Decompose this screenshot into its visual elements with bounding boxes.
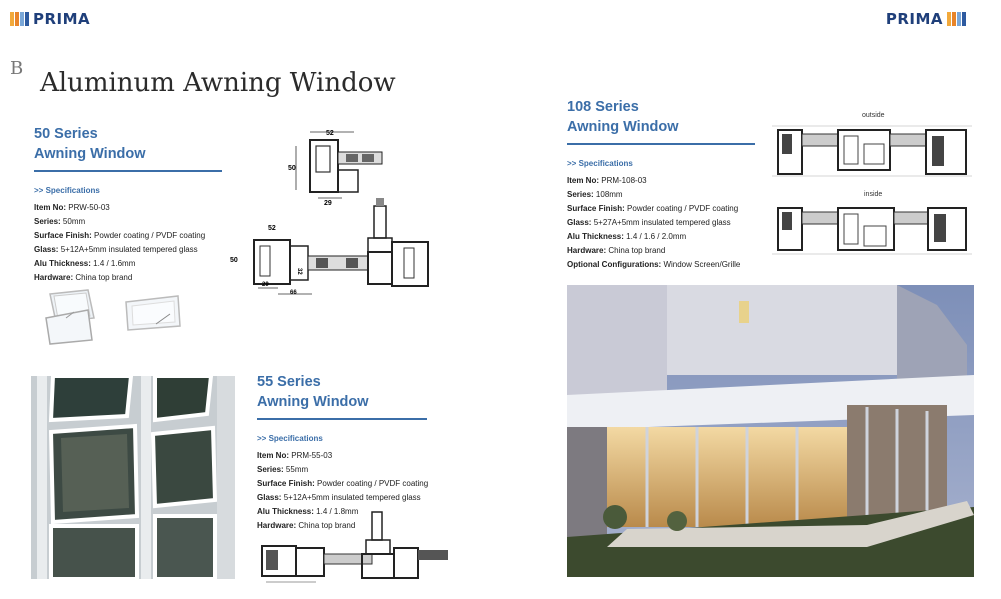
svg-text:66: 66: [290, 290, 297, 296]
spec-heading: >> Specifications: [257, 433, 323, 443]
house-exterior-photo: [567, 285, 974, 577]
divider: [567, 143, 755, 145]
svg-text:50: 50: [288, 165, 296, 172]
spec-row: Surface Finish: Powder coating / PVDF co…: [34, 230, 206, 240]
spec-heading: >> Specifications: [34, 185, 100, 195]
spec-row: Series: 108mm: [567, 189, 623, 199]
logo-mark-icon: [10, 12, 29, 26]
series-50-spec-block: 50 Series Awning Window >> Specification…: [34, 124, 222, 285]
series-55-product-photo: [31, 376, 235, 579]
spec-row: Glass: 5+27A+5mm insulated tempered glas…: [567, 217, 731, 227]
series-50-subtitle: Awning Window: [34, 146, 146, 162]
spec-row: Item No: PRM-108-03: [567, 175, 647, 185]
page-section-letter: B: [10, 58, 24, 79]
logo-mark-icon: [947, 12, 966, 26]
prima-logo-left: PRIMA: [10, 10, 90, 28]
spec-row: Item No: PRW-50-03: [34, 202, 110, 212]
spec-row: Glass: 5+12A+5mm insulated tempered glas…: [257, 492, 421, 502]
series-50-title: 50 Series: [34, 126, 98, 142]
spec-row: Surface Finish: Powder coating / PVDF co…: [567, 203, 739, 213]
spec-row: Optional Configurations: Window Screen/G…: [567, 259, 741, 269]
awning-window-sketch-icon: [45, 289, 95, 345]
series-108-subtitle: Awning Window: [567, 119, 679, 135]
spec-row: Hardware: China top brand: [567, 245, 666, 255]
series-108-outside-profile-drawing: [772, 125, 972, 177]
series-108-title: 108 Series: [567, 99, 639, 115]
svg-text:32: 32: [296, 268, 302, 275]
awning-windows-photo-image: [31, 376, 235, 579]
spec-row: Series: 50mm: [34, 216, 86, 226]
spec-row: Surface Finish: Powder coating / PVDF co…: [257, 478, 429, 488]
spec-row: Hardware: China top brand: [34, 272, 133, 282]
spec-row: Series: 55mm: [257, 464, 309, 474]
spec-row: Item No: PRM-55-03: [257, 450, 333, 460]
svg-text:52: 52: [326, 130, 334, 137]
svg-text:52: 52: [268, 225, 276, 232]
svg-text:50: 50: [230, 257, 238, 264]
spec-row: Alu Thickness: 1.4 / 1.8mm: [257, 506, 359, 516]
series-108-inside-profile-drawing: [772, 207, 972, 255]
spec-heading: >> Specifications: [567, 158, 633, 168]
series-50-frame-profile-drawing: 52 50 29: [288, 130, 383, 207]
divider: [34, 170, 222, 172]
label-outside: outside: [862, 112, 885, 119]
series-108-spec-block: 108 Series Awning Window >> Specificatio…: [567, 97, 755, 272]
page-title: Aluminum Awning Window: [40, 68, 396, 98]
series-55-profile-drawing: [261, 511, 448, 583]
divider: [257, 418, 427, 420]
spec-row: Alu Thickness: 1.4 / 1.6 / 2.0mm: [567, 231, 687, 241]
series-55-title: 55 Series: [257, 374, 321, 390]
awning-window-open-sketch-icon: [125, 295, 181, 331]
svg-text:29: 29: [262, 282, 269, 288]
series-55-spec-block: 55 Series Awning Window >> Specification…: [257, 372, 429, 533]
modern-house-image: [567, 285, 974, 577]
label-inside: inside: [864, 191, 883, 198]
prima-logo-right: PRIMA: [886, 10, 966, 28]
svg-text:29: 29: [324, 200, 332, 207]
spec-row: Glass: 5+12A+5mm insulated tempered glas…: [34, 244, 198, 254]
series-55-subtitle: Awning Window: [257, 394, 369, 410]
spec-row: Hardware: China top brand: [257, 520, 356, 530]
logo-text: PRIMA: [33, 10, 91, 28]
logo-text: PRIMA: [885, 10, 943, 28]
spec-row: Alu Thickness: 1.4 / 1.6mm: [34, 258, 136, 268]
series-50-sash-profile-drawing: 52 50 32 29 66: [230, 198, 429, 296]
